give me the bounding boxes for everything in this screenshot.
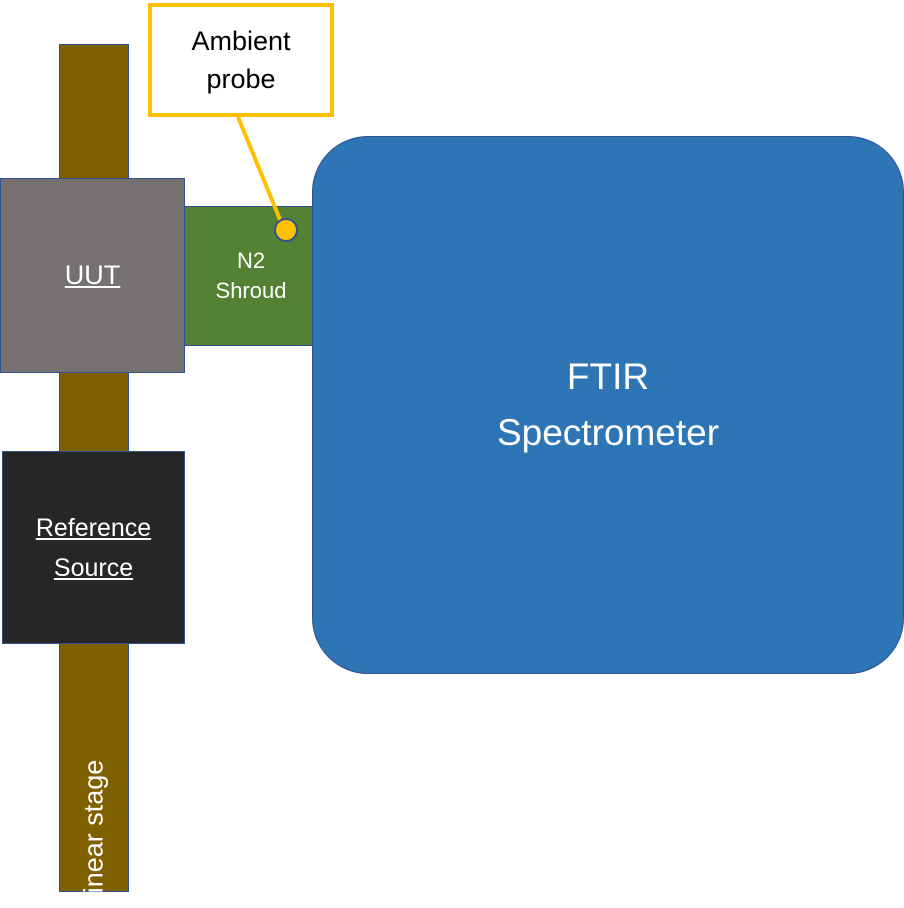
ftir-label-line2: Spectrometer — [496, 412, 720, 453]
uut-label: UUT — [64, 260, 121, 290]
n2-shroud-label-line2: Shroud — [215, 278, 287, 303]
uut-block: UUT — [0, 178, 185, 373]
callout-label-line1: Ambient — [191, 26, 291, 56]
ftir-spectrometer-block: FTIR Spectrometer — [312, 136, 904, 674]
linear-stage-label: Linear stage — [78, 759, 109, 908]
reference-source-block: Reference Source — [2, 451, 185, 644]
reference-source-label-line1: Reference — [35, 513, 152, 542]
callout-label-line2: probe — [206, 64, 276, 94]
n2-shroud-label-line1: N2 — [236, 248, 266, 273]
ambient-probe-marker — [274, 218, 298, 242]
ambient-probe-callout: Ambient probe — [148, 3, 334, 117]
n2-shroud-block: N2 Shroud — [184, 206, 318, 346]
ftir-label-line1: FTIR — [566, 356, 650, 397]
reference-source-label-line2: Source — [53, 553, 134, 582]
